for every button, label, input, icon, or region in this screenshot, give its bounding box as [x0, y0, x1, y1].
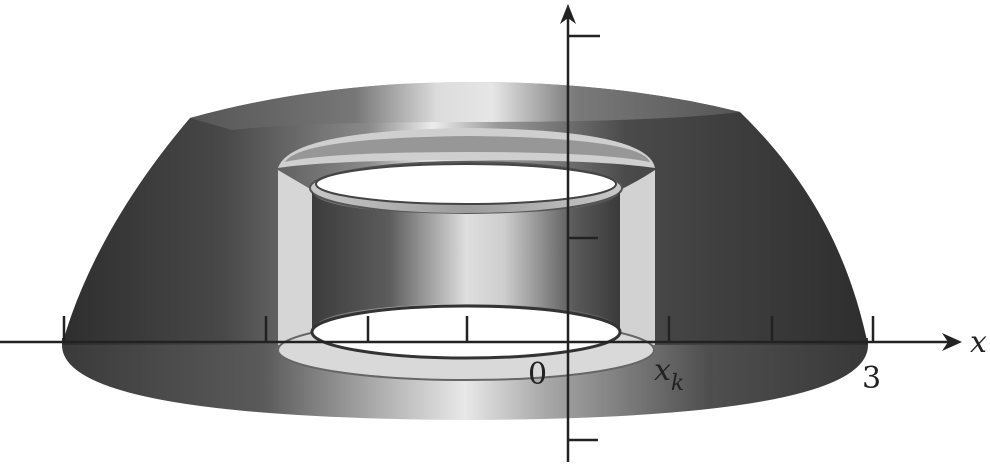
inner-wall: [312, 190, 620, 332]
xk-subscript: k: [671, 371, 684, 396]
cavity-top-band: [285, 136, 650, 162]
cavity-left-face: [278, 170, 312, 345]
axes: [0, 4, 962, 462]
three-label: 3: [862, 361, 881, 396]
xk-main: x: [654, 353, 671, 388]
cavity-right-face: [620, 170, 655, 345]
x-axis-arrow-icon: [942, 333, 962, 351]
y-axis-arrow-icon: [560, 4, 576, 24]
solid-top-rim: [190, 82, 740, 130]
x-axis-label: x: [970, 325, 987, 360]
labels: x 0 xk 3: [528, 325, 987, 396]
inner-top-hole: [315, 163, 617, 205]
xk-label: xk: [654, 353, 684, 396]
origin-label: 0: [528, 357, 547, 392]
